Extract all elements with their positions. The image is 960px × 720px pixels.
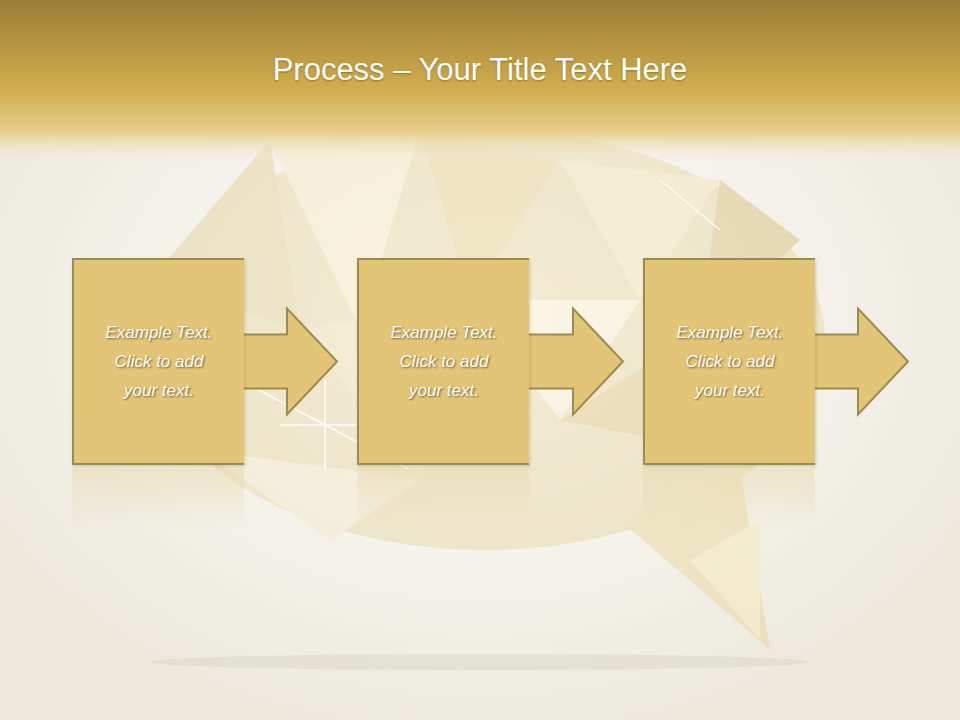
box-reflection: [357, 469, 529, 529]
process-box: Example Text. Click to add your text.: [357, 258, 529, 465]
slide-title: Process – Your Title Text Here: [0, 52, 960, 88]
process-arrow: [526, 258, 623, 465]
process-box: Example Text. Click to add your text.: [72, 258, 244, 465]
box-reflection: [72, 469, 244, 529]
box-reflection: [643, 469, 815, 529]
process-arrow-end: [812, 258, 908, 465]
box-text: Example Text. Click to add your text.: [669, 318, 791, 405]
box-text: Example Text. Click to add your text.: [383, 318, 505, 405]
box-text: Example Text. Click to add your text.: [98, 318, 220, 405]
process-arrow: [241, 258, 337, 465]
process-box: Example Text. Click to add your text.: [643, 258, 815, 465]
